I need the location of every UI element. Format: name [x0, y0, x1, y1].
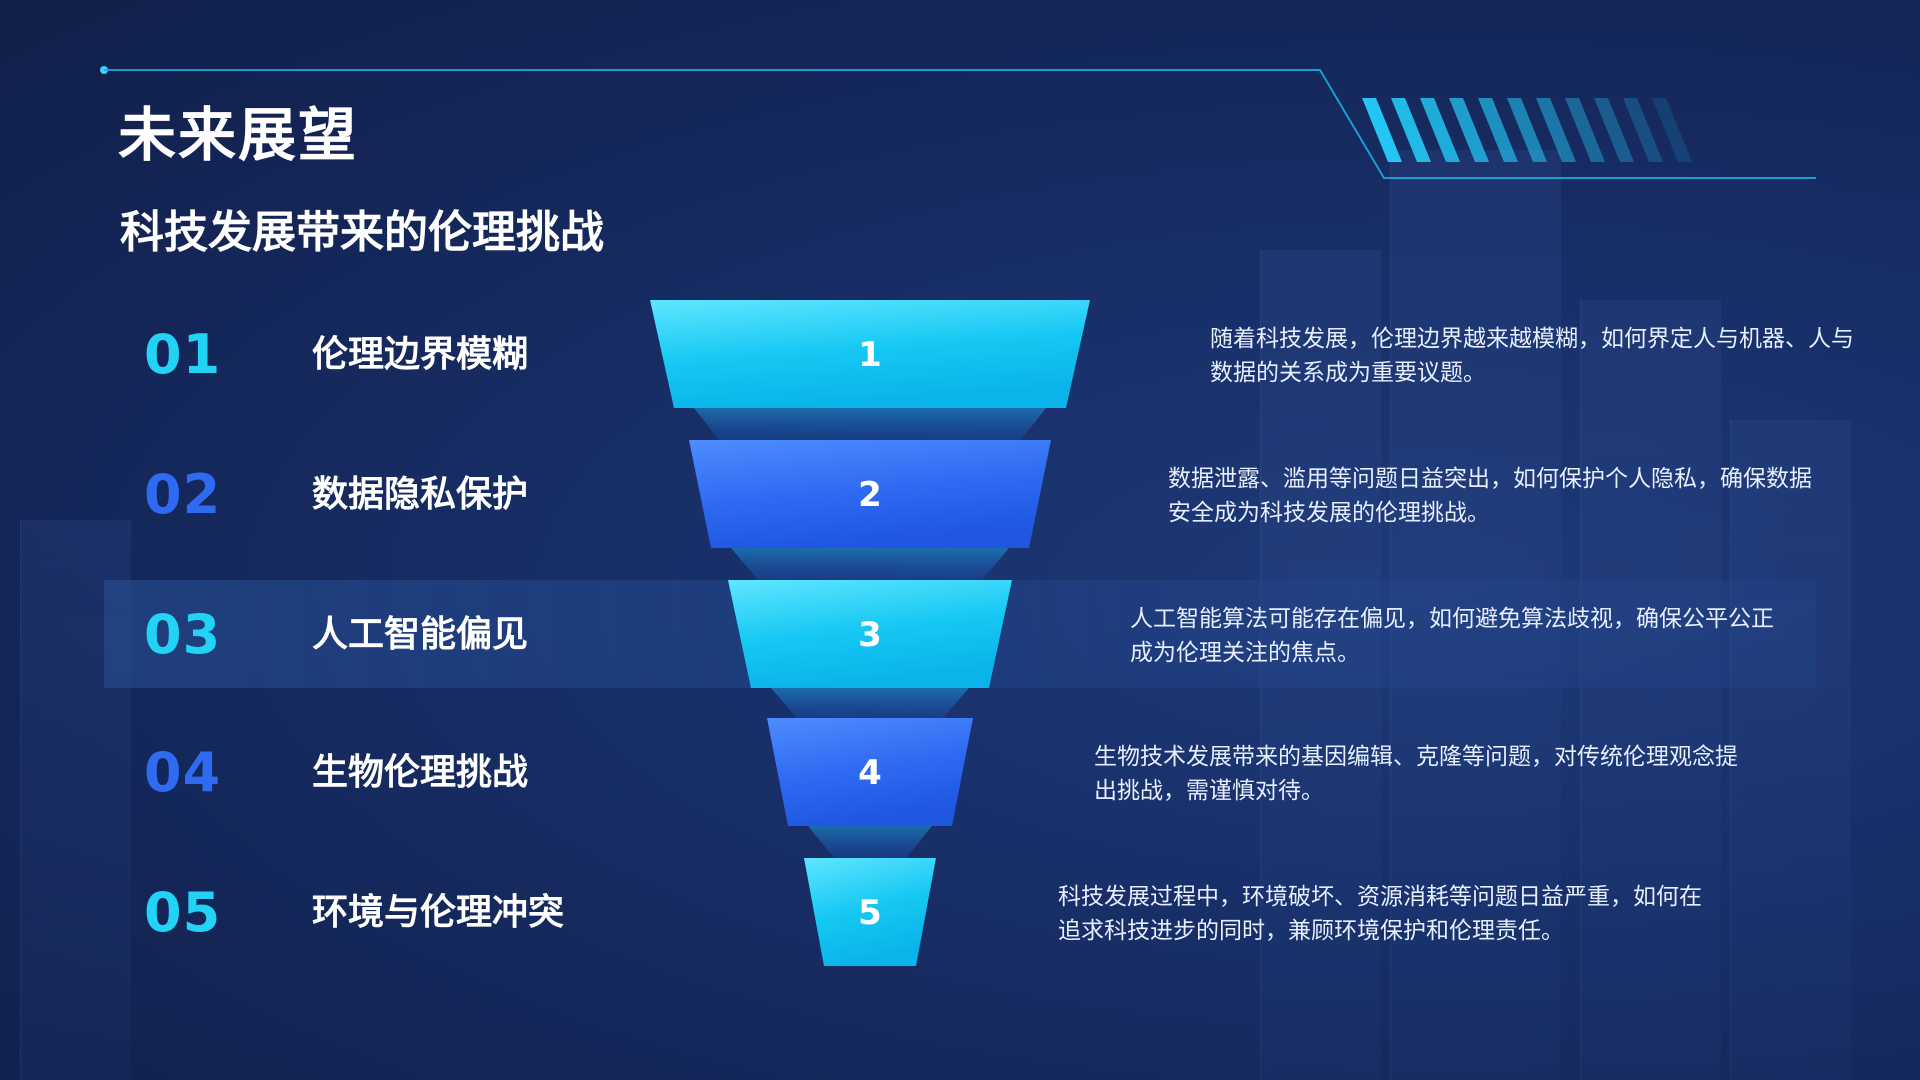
item-label: 伦理边界模糊: [312, 334, 529, 375]
item-description: 生物技术发展带来的基因编辑、克隆等问题，对传统伦理观念提出挑战，需谨慎对待。: [1094, 744, 1738, 804]
stripe: [1623, 98, 1663, 162]
funnel-connector: [694, 408, 1046, 440]
item-number: 04: [144, 741, 222, 804]
stripe: [1594, 98, 1634, 162]
item-label: 数据隐私保护: [312, 474, 529, 515]
item-number: 01: [144, 323, 222, 386]
list-item: 04 生物伦理挑战 生物技术发展带来的基因编辑、克隆等问题，对传统伦理观念提出挑…: [0, 718, 1920, 828]
background-building: [1580, 300, 1721, 1080]
page-subtitle: 科技发展带来的伦理挑战: [120, 207, 604, 258]
stripe: [1362, 98, 1402, 162]
stripe: [1391, 98, 1431, 162]
header-decoration: [100, 66, 1816, 179]
stripe: [1565, 98, 1605, 162]
item-description: 数据泄露、滥用等问题日益突出，如何保护个人隐私，确保数据安全成为科技发展的伦理挑…: [1168, 466, 1812, 526]
stripe-decoration: [1362, 98, 1692, 162]
stripe: [1536, 98, 1576, 162]
item-description: 随着科技发展，伦理边界越来越模糊，如何界定人与机器、人与数据的关系成为重要议题。: [1210, 326, 1854, 386]
stripe: [1478, 98, 1518, 162]
item-label: 环境与伦理冲突: [312, 892, 565, 933]
stripe: [1507, 98, 1547, 162]
list-item: 05 环境与伦理冲突 科技发展过程中，环境破坏、资源消耗等问题日益严重，如何在追…: [0, 858, 1920, 968]
page-title: 未来展望: [118, 101, 359, 169]
item-number: 03: [144, 603, 222, 666]
list-item: 03 人工智能偏见 人工智能算法可能存在偏见，如何避免算法歧视，确保公平公正成为…: [0, 580, 1920, 690]
funnel-connector: [771, 688, 969, 718]
item-label: 生物伦理挑战: [312, 752, 529, 793]
list-item: 02 数据隐私保护 数据泄露、滥用等问题日益突出，如何保护个人隐私，确保数据安全…: [0, 440, 1920, 550]
item-number: 05: [144, 881, 222, 944]
background-building: [1730, 420, 1851, 1080]
item-description: 科技发展过程中，环境破坏、资源消耗等问题日益严重，如何在追求科技进步的同时，兼顾…: [1058, 884, 1702, 944]
header-line: [104, 69, 1816, 179]
funnel-connector: [808, 826, 932, 858]
item-number: 02: [144, 463, 222, 526]
item-label: 人工智能偏见: [312, 614, 529, 655]
stripe: [1652, 98, 1692, 162]
list-item: 01 伦理边界模糊 随着科技发展，伦理边界越来越模糊，如何界定人与机器、人与数据…: [0, 300, 1920, 410]
stripe: [1420, 98, 1460, 162]
stripe: [1449, 98, 1489, 162]
item-description: 人工智能算法可能存在偏见，如何避免算法歧视，确保公平公正成为伦理关注的焦点。: [1130, 606, 1774, 666]
funnel-connector: [731, 548, 1009, 580]
